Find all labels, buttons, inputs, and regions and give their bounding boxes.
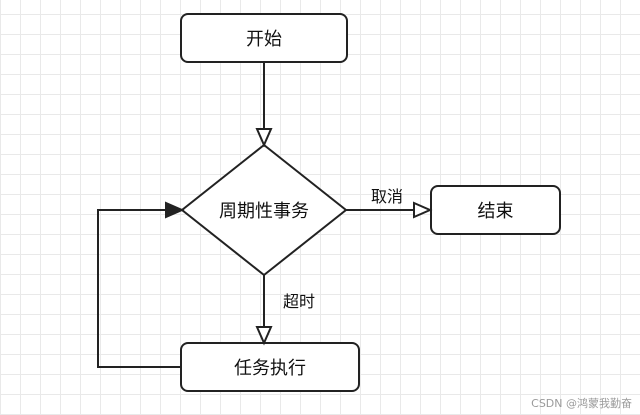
- decision-node-label: 周期性事务: [219, 201, 309, 222]
- start-node-label: 开始: [246, 29, 282, 50]
- task-node-label: 任务执行: [234, 358, 306, 379]
- arrowhead-cancel: [413, 201, 433, 219]
- arrowhead-timeout: [255, 326, 273, 346]
- end-node-label: 结束: [477, 201, 514, 222]
- edge-label-cancel: 取消: [371, 187, 404, 206]
- watermark-text: CSDN @鸿蒙我勤奋: [531, 397, 632, 410]
- arrowhead-loop-back: [165, 201, 185, 219]
- edge-loop-back: [97, 209, 181, 368]
- edge-label-timeout: 超时: [283, 292, 316, 311]
- arrowhead-start-to-decision: [255, 128, 273, 148]
